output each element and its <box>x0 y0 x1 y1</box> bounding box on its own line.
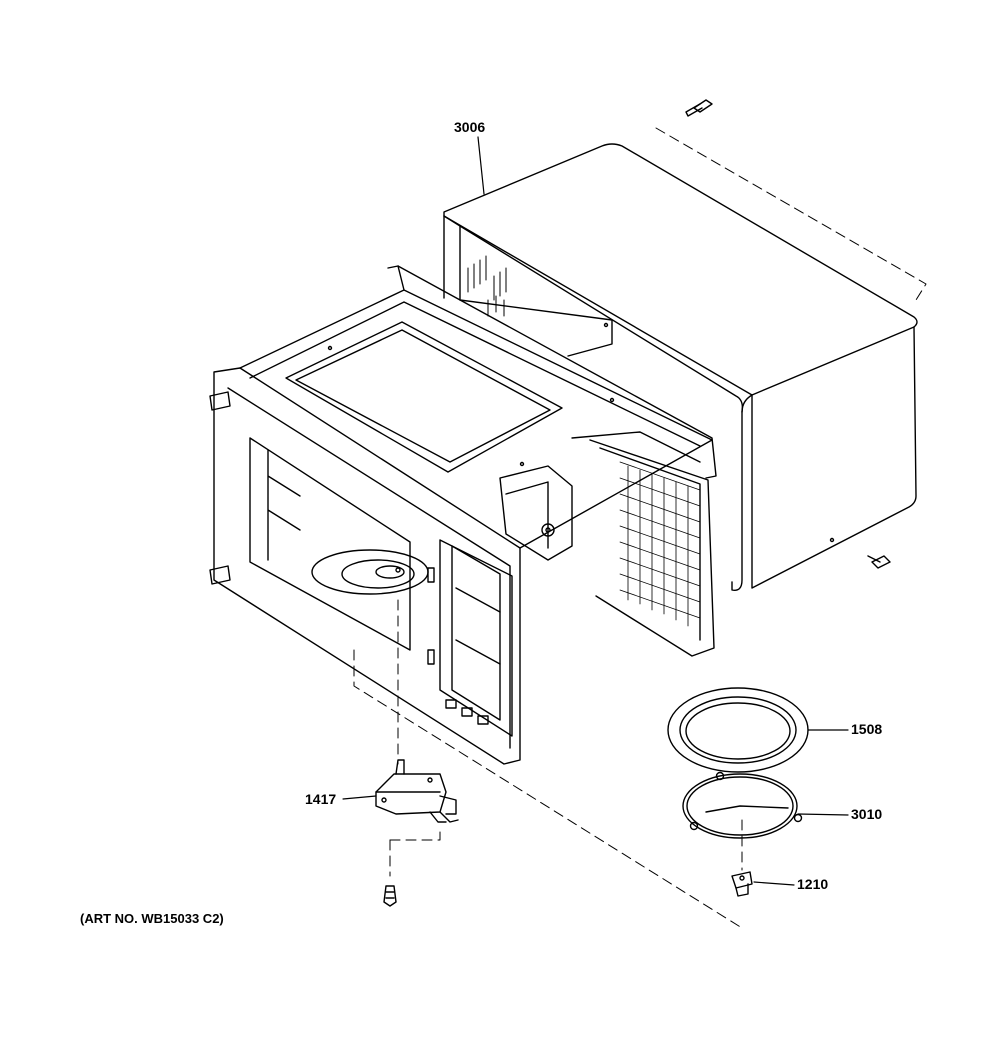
screw-right <box>867 555 891 569</box>
coupler-part <box>731 871 753 897</box>
oven-cavity-part <box>209 265 717 765</box>
callout-label-coupler: 1210 <box>797 876 829 892</box>
callout-label-outer-case: 3006 <box>454 119 486 135</box>
turntable-motor-part <box>375 759 459 823</box>
callout-label-turntable-motor: 1417 <box>305 791 337 807</box>
callout-label-turntable-tray: 1508 <box>851 721 883 737</box>
screw-bottom <box>383 885 397 907</box>
outer-case-part <box>443 143 918 591</box>
callout-leaders <box>342 136 849 886</box>
cavity-floor-turntable <box>311 549 429 595</box>
screw-top <box>685 99 713 117</box>
assembly-guide-lines <box>353 127 927 929</box>
art-number: (ART NO. WB15033 C2) <box>80 911 224 926</box>
callout-label-roller-ring: 3010 <box>851 806 883 822</box>
turntable-tray-part <box>667 687 809 773</box>
roller-ring-part <box>682 771 803 839</box>
